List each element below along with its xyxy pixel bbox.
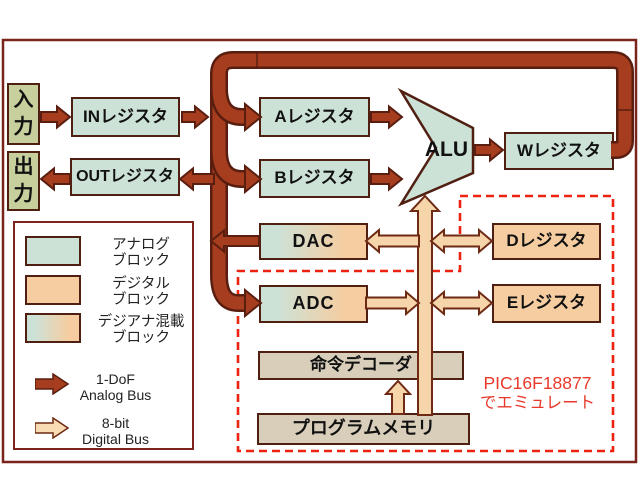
e-register-block: Eレジスタ xyxy=(492,284,601,323)
out-register-block: OUTレジスタ xyxy=(70,158,180,196)
program-memory-block: プログラムメモリ xyxy=(257,413,470,445)
arrow-areg-to-alu xyxy=(370,104,404,130)
legend-mixed-line2: ブロック xyxy=(112,330,170,347)
legend-box: アナログ ブロック デジタル ブロック デジアナ混載 ブロック 1-DoF An… xyxy=(13,221,194,450)
adc-block: ADC xyxy=(259,285,368,323)
arrow-adc-to-bus xyxy=(365,289,421,317)
legend-swatch-analog xyxy=(25,236,81,266)
legend-label-digital: デジタル ブロック xyxy=(93,276,189,308)
arrow-bus-to-dac xyxy=(364,227,420,255)
w-register-block: Wレジスタ xyxy=(504,132,614,170)
legend-label-analog: アナログ ブロック xyxy=(93,237,189,269)
arrow-inreg-to-bus xyxy=(181,104,210,130)
legend-digital-bus-line2: Digital Bus xyxy=(82,431,149,448)
dac-block: DAC xyxy=(259,223,368,260)
legend-swatch-digital xyxy=(25,275,81,305)
in-register-block: INレジスタ xyxy=(71,97,180,137)
alu-label: ALU xyxy=(424,138,468,161)
instruction-decoder-block: 命令デコーダ xyxy=(258,351,464,380)
arrow-bus-dreg-bidirectional xyxy=(429,227,494,255)
analog-bus-branch-b xyxy=(210,149,263,195)
arrow-bus-ereg-bidirectional xyxy=(429,289,494,317)
legend-analog-bus-line2: Analog Bus xyxy=(79,387,152,404)
arrow-breg-to-alu xyxy=(370,166,404,192)
legend-mixed-line1: デジアナ混載 xyxy=(97,314,185,330)
digital-bus-vertical xyxy=(408,194,442,416)
input-block: 入 力 xyxy=(7,83,40,145)
d-register-block: Dレジスタ xyxy=(492,223,601,260)
annotation-line2: でエミュレート xyxy=(479,393,596,412)
analog-bus-branch-a xyxy=(210,87,263,133)
arrow-input-to-inreg xyxy=(40,104,72,130)
arrow-bus-to-outreg xyxy=(178,166,215,192)
annotation-line1: PIC16F18877 xyxy=(483,373,592,393)
b-register-block: Bレジスタ xyxy=(259,159,370,198)
legend-analog-line1: アナログ xyxy=(112,237,170,253)
legend-label-digital-bus: 8-bit Digital Bus xyxy=(63,415,168,447)
legend-label-analog-bus: 1-DoF Analog Bus xyxy=(63,371,168,403)
arrow-alu-to-wreg xyxy=(474,137,505,163)
legend-swatch-mixed xyxy=(25,313,81,343)
legend-digital-bus-line1: 8-bit xyxy=(101,415,130,431)
a-register-block: Aレジスタ xyxy=(259,97,370,137)
output-block: 出 力 xyxy=(7,151,40,211)
legend-digital-line2: ブロック xyxy=(112,292,170,309)
legend-analog-line2: ブロック xyxy=(112,253,170,270)
arrow-dac-to-bus xyxy=(209,228,260,254)
arrow-memory-to-decoder xyxy=(383,379,413,415)
legend-digital-line1: デジタル xyxy=(112,276,170,292)
arrow-outreg-to-output xyxy=(39,166,71,192)
emulation-annotation: PIC16F18877 でエミュレート xyxy=(465,373,610,412)
legend-label-mixed: デジアナ混載 ブロック xyxy=(93,314,189,346)
legend-analog-bus-line1: 1-DoF xyxy=(96,371,135,387)
